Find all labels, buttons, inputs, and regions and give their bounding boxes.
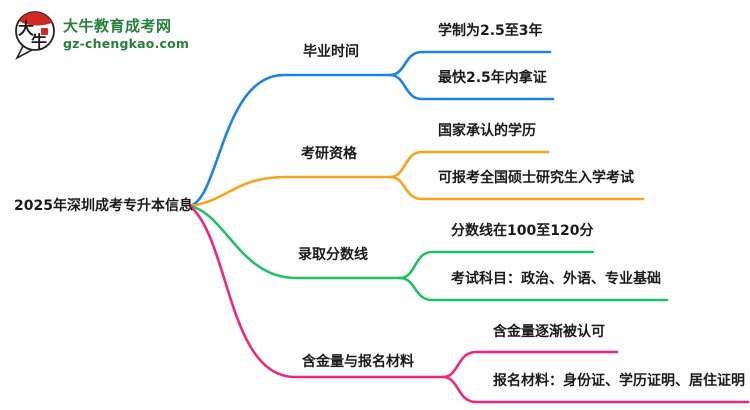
daniu-bull-icon: 大 牛 bbox=[15, 11, 55, 60]
logo-title: 大牛教育成考网 bbox=[63, 17, 172, 35]
site-logo: 大 牛 大牛教育成考网 gz-chengkao.com bbox=[12, 8, 189, 60]
branch-curve-value-materials bbox=[188, 204, 445, 379]
branch-curve-postgrad-eligibility bbox=[188, 175, 392, 208]
leaf-node-score-range: 分数线在100至120分 bbox=[451, 223, 594, 239]
leaf-node-study-length: 学制为2.5至3年 bbox=[438, 23, 543, 39]
leaf-curve-fastest-cert bbox=[388, 73, 555, 101]
leaf-node-fastest-cert: 最快2.5年内拿证 bbox=[438, 70, 547, 86]
leaf-curve-state-recognized bbox=[388, 150, 550, 179]
branch-curve-admission-score bbox=[188, 204, 402, 280]
red-beret-arc bbox=[16, 12, 54, 26]
root-node-title: 2025年深圳成考专升本信息 bbox=[14, 198, 193, 214]
red-seal-stamp bbox=[41, 28, 48, 35]
logo-char-niu: 牛 bbox=[31, 32, 47, 51]
leaf-node-state-recognized: 国家承认的学历 bbox=[438, 123, 536, 139]
branch-curve-graduation-time bbox=[188, 73, 392, 208]
logo-text-block: 大牛教育成考网 gz-chengkao.com bbox=[63, 8, 189, 51]
leaf-node-registration-materials: 报名材料：身份证、学历证明、居住证明 bbox=[493, 373, 745, 389]
leaf-curve-value-recognized bbox=[441, 350, 619, 379]
branch-node-value-materials: 含金量与报名材料 bbox=[302, 354, 414, 370]
leaf-curve-exam-subjects bbox=[398, 276, 669, 302]
leaf-curve-study-length bbox=[388, 50, 552, 77]
branch-node-graduation-time: 毕业时间 bbox=[303, 44, 359, 60]
logo-char-da: 大 bbox=[18, 19, 34, 38]
leaf-node-national-exam: 可报考全国硕士研究生入学考试 bbox=[438, 170, 634, 186]
branch-node-postgrad-eligibility: 考研资格 bbox=[301, 146, 357, 162]
logo-domain: gz-chengkao.com bbox=[63, 36, 190, 51]
branch-node-admission-score: 录取分数线 bbox=[298, 247, 368, 263]
leaf-curve-national-exam bbox=[388, 175, 645, 201]
leaf-curve-registration-materials bbox=[441, 375, 750, 404]
leaf-node-exam-subjects: 考试科目：政治、外语、专业基础 bbox=[451, 271, 661, 287]
leaf-curve-score-range bbox=[398, 250, 595, 280]
leaf-node-value-recognized: 含金量逐渐被认可 bbox=[493, 324, 605, 340]
